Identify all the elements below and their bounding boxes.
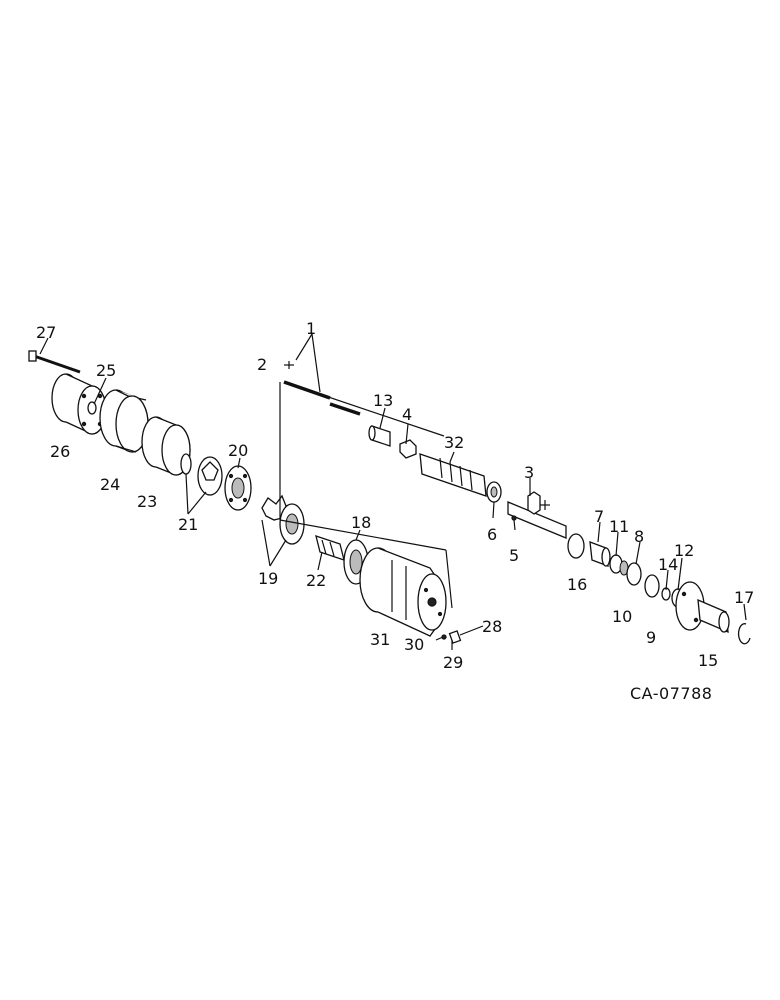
part-pin xyxy=(284,361,294,369)
callout-32: 32 xyxy=(444,433,464,452)
callout-23: 23 xyxy=(137,492,157,511)
callout-20: 20 xyxy=(228,441,248,460)
callout-16: 16 xyxy=(567,575,587,594)
callout-25: 25 xyxy=(96,361,116,380)
callout-11: 11 xyxy=(609,517,629,536)
part-flange xyxy=(675,581,730,634)
callout-24: 24 xyxy=(100,475,120,494)
part-link-rod xyxy=(283,380,361,416)
part-ring-large xyxy=(99,389,149,453)
callout-labels: 1 2 3 4 5 6 7 8 9 10 11 12 13 14 15 16 1… xyxy=(36,319,754,672)
part-bolt xyxy=(28,350,81,374)
callout-2: 2 xyxy=(257,355,267,374)
callout-28: 28 xyxy=(482,617,502,636)
callout-22: 22 xyxy=(306,571,326,590)
callout-12: 12 xyxy=(674,541,694,560)
callout-27: 27 xyxy=(36,323,56,342)
callout-29: 29 xyxy=(443,653,463,672)
callout-19: 19 xyxy=(258,569,278,588)
callout-6: 6 xyxy=(487,525,497,544)
part-spline-shaft xyxy=(315,535,345,561)
part-fittings xyxy=(441,630,462,644)
part-thrust-rings xyxy=(609,554,660,598)
part-snap-ring xyxy=(737,623,751,645)
callout-30: 30 xyxy=(404,635,424,654)
part-main-housing xyxy=(359,547,447,637)
part-output-shaft xyxy=(507,491,567,539)
callout-3: 3 xyxy=(524,463,534,482)
callout-9: 9 xyxy=(646,628,656,647)
part-o-ring xyxy=(567,533,585,559)
callout-10: 10 xyxy=(612,607,632,626)
callout-14: 14 xyxy=(658,555,678,574)
part-sleeve xyxy=(368,425,391,447)
callout-26: 26 xyxy=(50,442,70,461)
callout-15: 15 xyxy=(698,651,718,670)
part-end-cap xyxy=(51,373,107,435)
callout-5: 5 xyxy=(509,546,519,565)
callout-8: 8 xyxy=(634,527,644,546)
callout-31: 31 xyxy=(370,630,390,649)
callout-7: 7 xyxy=(594,507,604,526)
part-gear-plate xyxy=(224,465,252,511)
callout-1: 1 xyxy=(306,319,316,338)
callout-18: 18 xyxy=(351,513,371,532)
part-washer xyxy=(87,401,97,415)
part-pin-right xyxy=(540,500,550,510)
part-seal xyxy=(486,481,502,503)
part-bushing xyxy=(589,541,611,567)
leader-lines xyxy=(39,333,747,650)
reference-code: CA-07788 xyxy=(630,684,712,703)
callout-17: 17 xyxy=(734,588,754,607)
callout-21: 21 xyxy=(178,515,198,534)
part-nut xyxy=(399,439,417,459)
callout-4: 4 xyxy=(402,405,412,424)
part-spool xyxy=(419,453,487,497)
callout-13: 13 xyxy=(373,391,393,410)
